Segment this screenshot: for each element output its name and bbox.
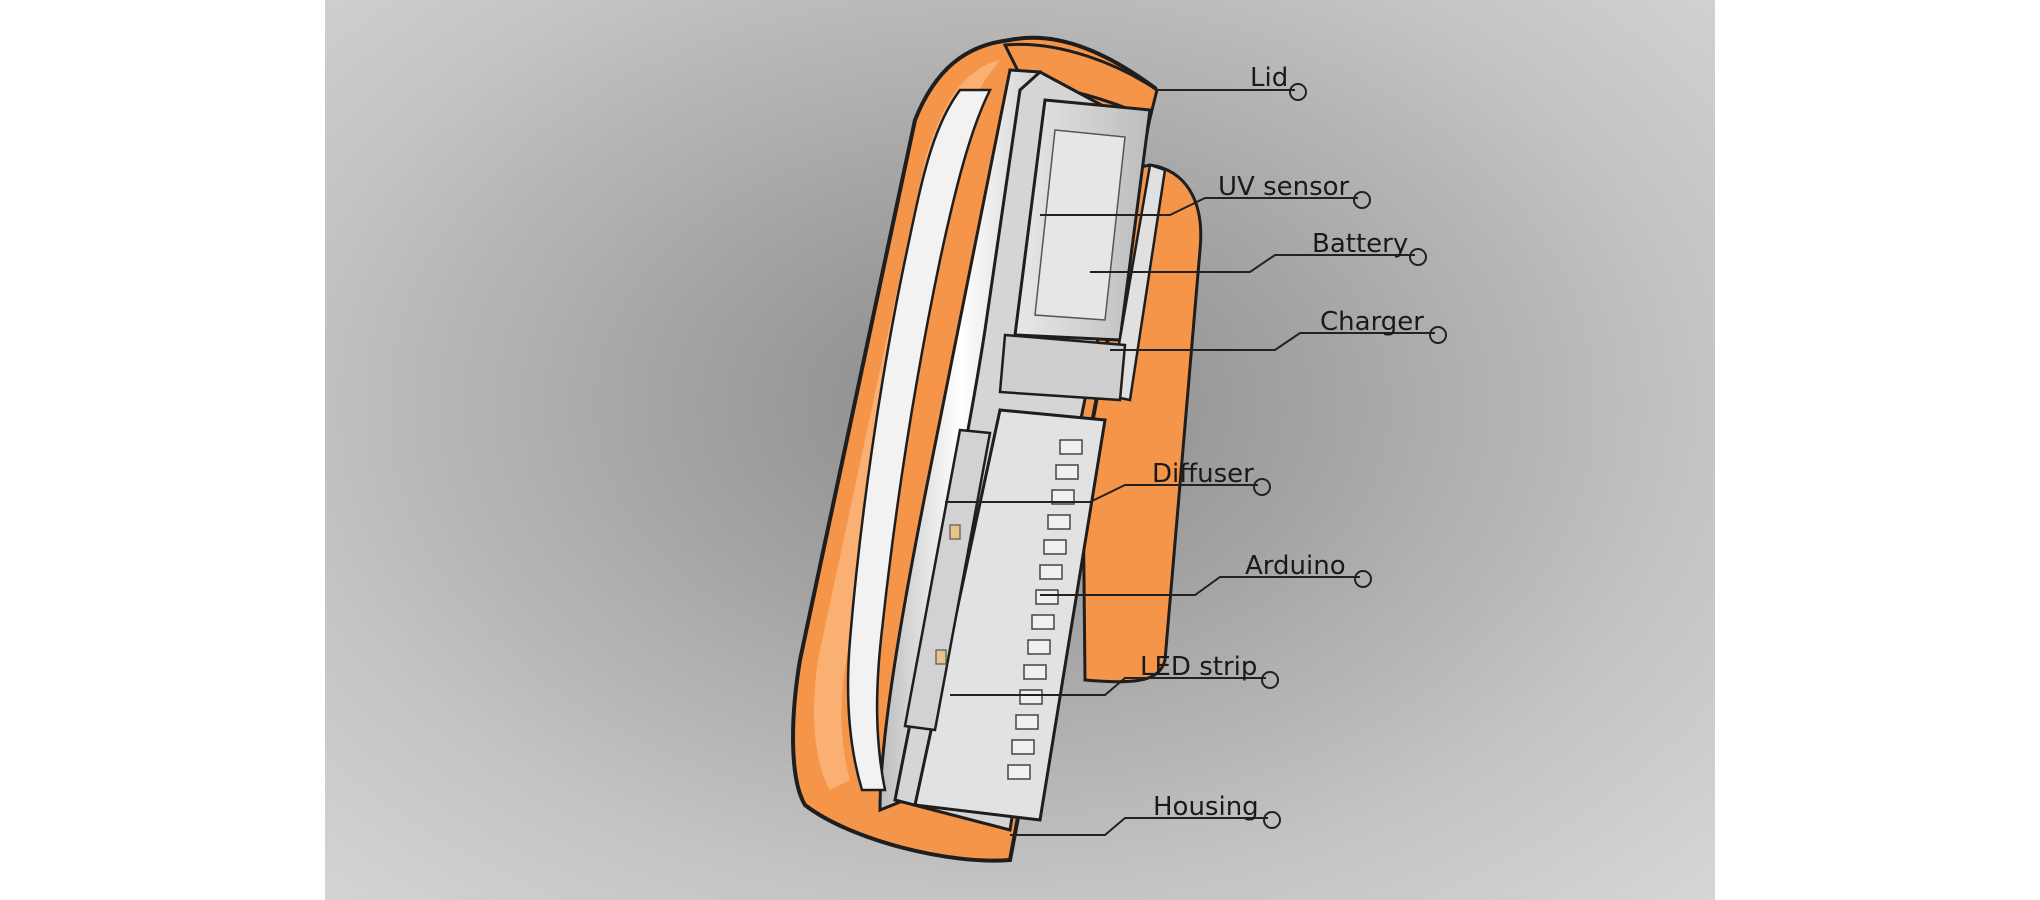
label-led-strip: LED strip: [1140, 654, 1257, 680]
label-arduino: Arduino: [1245, 553, 1346, 579]
label-lid: Lid: [1250, 65, 1288, 91]
label-charger: Charger: [1320, 309, 1424, 335]
label-diffuser: Diffuser: [1152, 461, 1254, 487]
label-uv-sensor: UV sensor: [1218, 174, 1349, 200]
label-housing: Housing: [1153, 794, 1259, 820]
label-battery: Battery: [1312, 231, 1408, 257]
charger-board: [1000, 335, 1125, 400]
